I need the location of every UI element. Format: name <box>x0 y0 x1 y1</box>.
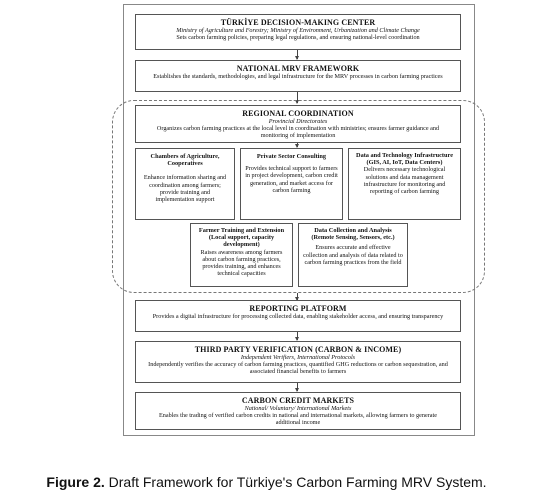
decision-center-text: Sets carbon farming policies, preparing … <box>176 34 420 41</box>
unit-farmer-training-title: Farmer Training and Extension (Local sup… <box>198 227 285 249</box>
unit-chambers-text: Enhance information sharing and coordina… <box>143 174 227 204</box>
figure-caption: Figure 2. Draft Framework for Türkiye's … <box>0 474 533 490</box>
carbon-markets-text: Enables the trading of verified carbon c… <box>159 412 437 427</box>
unit-private-consulting-text: Provides technical support to farmers in… <box>245 165 338 194</box>
arrow-down <box>295 383 299 392</box>
arrow-down <box>295 92 299 104</box>
carbon-markets-subtitle: National/ Voluntary/ International Marke… <box>244 405 352 412</box>
reporting-platform-text: Provides a digital infrastructure for pr… <box>152 313 444 320</box>
regional-coordination-subtitle: Provincial Directorates <box>268 118 328 125</box>
mrv-framework-text: Establishes the standards, methodologies… <box>153 73 443 80</box>
unit-data-collection-title: Data Collection and Analysis (Remote Sen… <box>311 227 395 242</box>
unit-chambers-title: Chambers of Agriculture, Cooperatives <box>150 153 220 168</box>
unit-data-collection-text: Ensures accurate and effective collectio… <box>303 244 403 266</box>
verification-title: THIRD PARTY VERIFICATION (CARBON & INCOM… <box>194 345 402 354</box>
regional-coordination-box: REGIONAL COORDINATION Provincial Directo… <box>135 105 461 143</box>
unit-private-consulting-title: Private Sector Consulting <box>256 153 327 160</box>
unit-data-technology-title: Data and Technology Infrastructure (GIS,… <box>356 152 453 167</box>
unit-private-consulting-box: Private Sector Consulting Provides techn… <box>240 148 343 220</box>
regional-coordination-title: REGIONAL COORDINATION <box>242 109 354 118</box>
arrow-down <box>295 332 299 341</box>
reporting-platform-title: REPORTING PLATFORM <box>249 304 347 313</box>
unit-chambers-box: Chambers of Agriculture, Cooperatives En… <box>135 148 235 220</box>
arrow-down <box>295 143 299 148</box>
regional-coordination-region <box>112 100 485 293</box>
verification-box: THIRD PARTY VERIFICATION (CARBON & INCOM… <box>135 341 461 383</box>
verification-subtitle: Independent Verifiers, International Pro… <box>240 354 356 361</box>
regional-coordination-text: Organizes carbon farming practices at th… <box>156 125 440 140</box>
arrow-down <box>295 50 299 60</box>
unit-farmer-training-box: Farmer Training and Extension (Local sup… <box>190 223 293 287</box>
decision-center-box: TÜRKİYE DECISION-MAKING CENTER Ministry … <box>135 14 461 50</box>
verification-text: Independently verifies the accuracy of c… <box>148 361 448 376</box>
mrv-framework-title: NATIONAL MRV FRAMEWORK <box>236 64 360 73</box>
unit-data-technology-box: Data and Technology Infrastructure (GIS,… <box>348 148 461 220</box>
carbon-markets-box: CARBON CREDIT MARKETS National/ Voluntar… <box>135 392 461 430</box>
mrv-framework-box: NATIONAL MRV FRAMEWORK Establishes the s… <box>135 60 461 92</box>
reporting-platform-box: REPORTING PLATFORM Provides a digital in… <box>135 300 461 332</box>
unit-data-collection-box: Data Collection and Analysis (Remote Sen… <box>298 223 408 287</box>
decision-center-title: TÜRKİYE DECISION-MAKING CENTER <box>220 18 376 27</box>
figure-caption-label: Figure 2. <box>46 474 105 490</box>
unit-farmer-training-text: Raises awareness among farmers about car… <box>200 248 283 278</box>
unit-data-technology-text: Delivers necessary technological solutio… <box>363 166 446 196</box>
decision-center-subtitle: Ministry of Agriculture and Forestry; Mi… <box>176 27 420 34</box>
carbon-markets-title: CARBON CREDIT MARKETS <box>241 396 355 405</box>
figure-caption-text: Draft Framework for Türkiye's Carbon Far… <box>108 474 487 490</box>
arrow-down <box>295 293 299 301</box>
